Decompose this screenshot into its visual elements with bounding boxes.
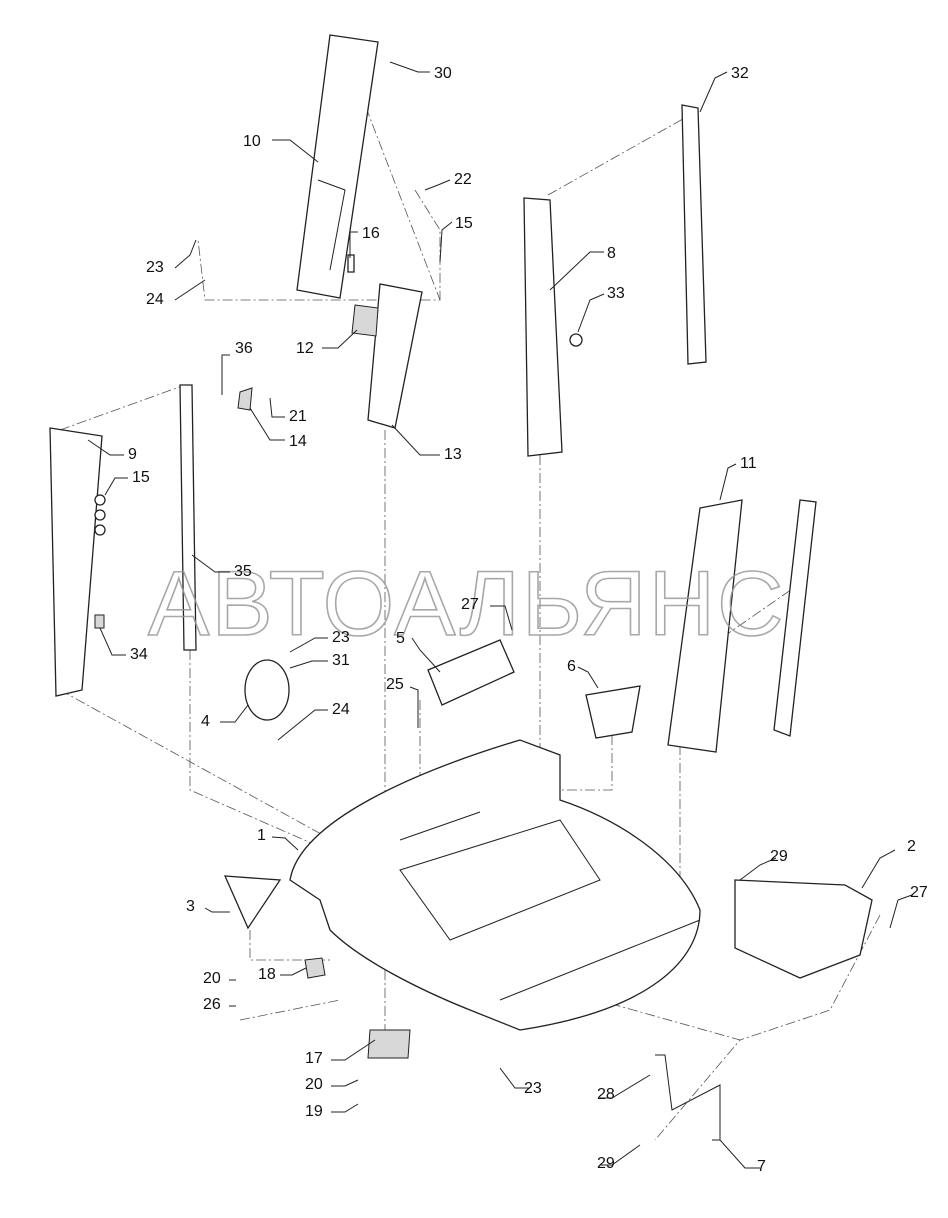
callout-label: 35 <box>234 563 252 580</box>
part-6-cup <box>585 685 641 739</box>
part-33-clip <box>569 333 583 347</box>
part-5-roll <box>427 639 515 706</box>
part-1-details <box>399 811 701 1001</box>
callout-labels: 30 10 22 32 16 15 23 24 8 33 12 36 21 14… <box>128 65 928 1175</box>
leader-lines <box>87 61 913 1169</box>
callout-label: 31 <box>332 652 350 669</box>
callout-label: 27 <box>461 596 479 613</box>
callout-label: 4 <box>201 713 210 730</box>
part-14-hinge <box>237 387 253 411</box>
callout-label: 23 <box>524 1080 542 1097</box>
callout-label: 29 <box>770 848 788 865</box>
callout-label: 1 <box>257 827 266 844</box>
callout-label: 6 <box>567 658 576 675</box>
callout-label: 33 <box>607 285 625 302</box>
part-4-switch <box>244 659 290 721</box>
callout-label: 16 <box>362 225 380 242</box>
part-17-grill <box>367 1029 411 1059</box>
part-7-bracket <box>655 1054 721 1141</box>
callout-label: 20 <box>203 970 221 987</box>
callout-label: 23 <box>332 629 350 646</box>
watermark: АВТОАЛЬЯНС <box>148 553 786 655</box>
callout-label: 24 <box>332 701 350 718</box>
callout-label: 5 <box>396 630 405 647</box>
callout-label: 19 <box>305 1103 323 1120</box>
part-10-pillar <box>296 34 379 299</box>
part-16-clip <box>347 254 355 273</box>
callout-label: 21 <box>289 408 307 425</box>
callout-label: 9 <box>128 446 137 463</box>
callout-label: 25 <box>386 676 404 693</box>
part-right-strip <box>773 499 817 737</box>
callout-label: 3 <box>186 898 195 915</box>
callout-label: 18 <box>258 966 276 983</box>
callout-label: 27 <box>910 884 928 901</box>
callout-label: 13 <box>444 446 462 463</box>
callout-label: 32 <box>731 65 749 82</box>
callout-label: 10 <box>243 133 261 150</box>
part-2-cover <box>734 879 873 979</box>
part-15-plugs <box>94 494 106 536</box>
callout-label: 34 <box>130 646 148 663</box>
part-35-trim <box>179 384 197 651</box>
callout-label: 17 <box>305 1050 323 1067</box>
part-13-pillar <box>367 283 423 429</box>
callout-label: 11 <box>740 455 757 472</box>
callout-label: 8 <box>607 245 616 262</box>
part-12-bracket <box>351 304 379 337</box>
callout-label: 22 <box>454 171 472 188</box>
callout-label: 14 <box>289 433 307 450</box>
callout-label: 20 <box>305 1076 323 1093</box>
callout-label: 7 <box>757 1158 766 1175</box>
callout-label: 2 <box>907 838 916 855</box>
callout-label: 12 <box>296 340 314 357</box>
callout-label: 15 <box>455 215 473 232</box>
callout-label: 36 <box>235 340 253 357</box>
part-11-trim <box>667 499 743 753</box>
callout-label: 28 <box>597 1086 615 1103</box>
part-32-trim <box>681 104 707 365</box>
callout-label: 23 <box>146 259 164 276</box>
callout-label: 15 <box>132 469 150 486</box>
callout-label: 24 <box>146 291 164 308</box>
part-9-trim <box>49 427 103 697</box>
callout-label: 30 <box>434 65 452 82</box>
callout-label: 26 <box>203 996 221 1013</box>
part-34-clip <box>94 614 105 629</box>
part-8-trim <box>523 197 563 457</box>
part-18-clip <box>304 957 326 979</box>
callout-label: 29 <box>597 1155 615 1172</box>
part-1-floor-panel <box>289 739 701 1031</box>
part-3-tray <box>223 875 282 930</box>
